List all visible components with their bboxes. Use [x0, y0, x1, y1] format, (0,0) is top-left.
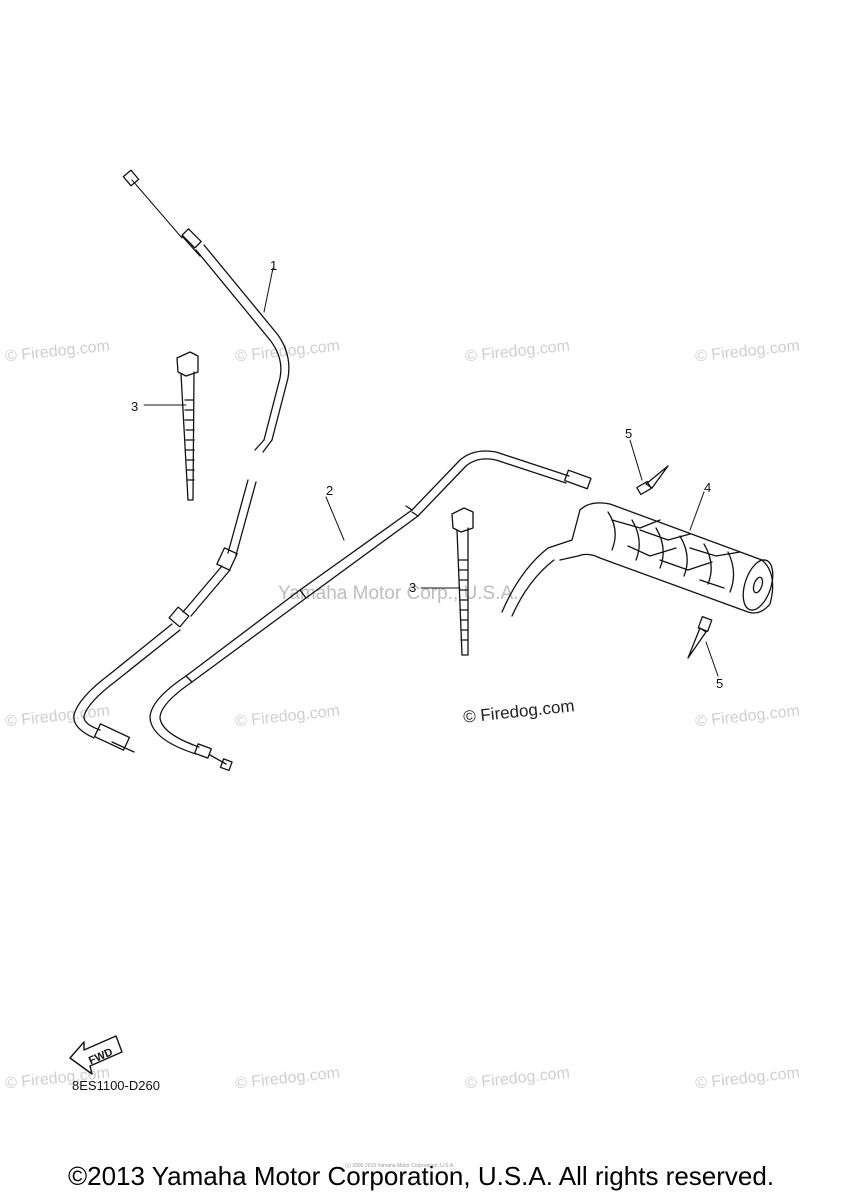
cable-tie-part-3-left [176, 351, 199, 501]
callout-5: 5 [625, 426, 633, 441]
callout-2: 2 [326, 483, 334, 498]
callout-4: 4 [704, 480, 712, 495]
cable-tie-part-3-right [451, 507, 474, 656]
fwd-label: FWD [87, 1046, 115, 1067]
copyright-notice: ©2013 Yamaha Motor Corporation, U.S.A. A… [67, 1161, 775, 1191]
pin-part-5-top [636, 465, 669, 496]
pin-part-5-bottom [687, 616, 713, 659]
callout-3: 3 [409, 580, 417, 595]
callout-5: 5 [716, 676, 724, 691]
callout-1: 1 [270, 258, 278, 273]
small-copyright: (c) 2000-2015 Yamaha Motor Corporation, … [345, 1163, 455, 1169]
diagram-code: 8ES1100-D260 [72, 1078, 160, 1093]
throttle-cable-part-1 [73, 169, 290, 753]
fwd-arrow-icon [69, 1035, 123, 1075]
callout-3: 3 [131, 399, 139, 414]
cable-part-2 [149, 450, 592, 772]
grip-part-4 [501, 502, 774, 617]
